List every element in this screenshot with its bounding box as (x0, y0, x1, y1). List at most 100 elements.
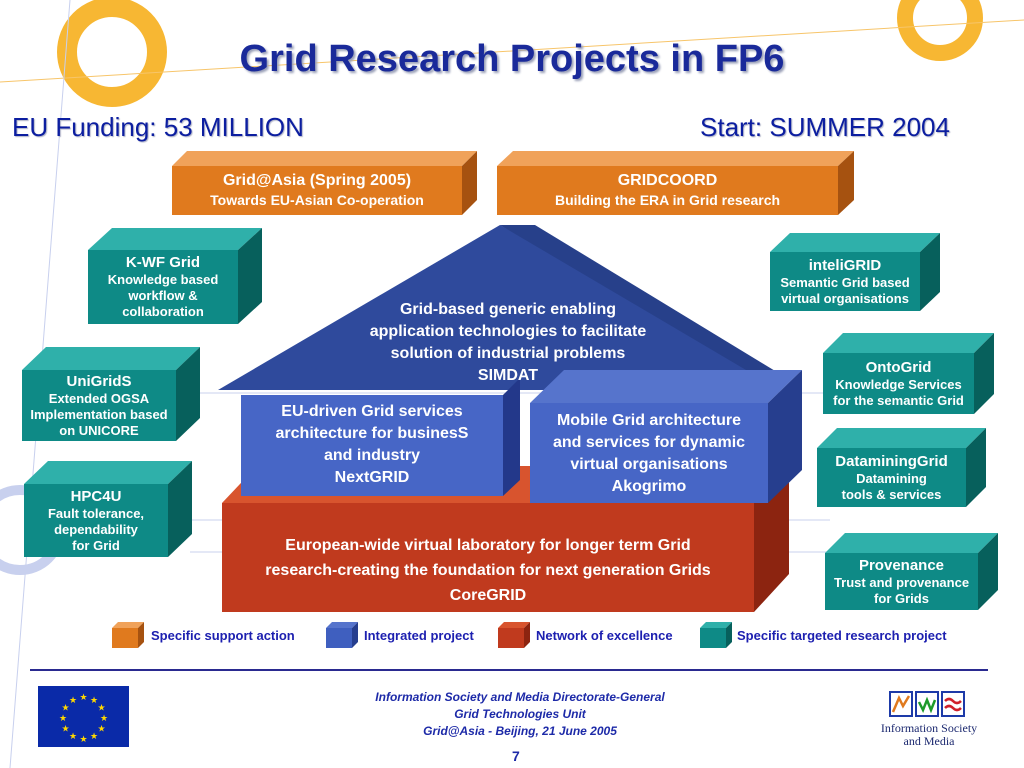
ontogrid-side-face (974, 333, 994, 414)
kwf-top-face (88, 228, 262, 250)
coregrid-name: CoreGRID (449, 586, 527, 604)
kwf-side-face (238, 228, 262, 324)
svg-text:★: ★ (100, 713, 108, 723)
gridcoord-name: GRIDCOORD (617, 171, 718, 189)
legend-swatch-integrated-project (326, 622, 358, 648)
unigrids-line-3: on UNICORE (59, 422, 139, 438)
simdat-label: Grid-based generic enabling application … (318, 296, 698, 390)
gridasia-desc: Towards EU-Asian Co-operation (210, 191, 424, 208)
gridcoord-top-face (497, 151, 854, 166)
legend-label-targeted-research: Specific targeted research project (737, 628, 947, 643)
inteligrid-top-face (770, 233, 940, 252)
nextgrid-line-3: and industry (323, 447, 420, 464)
provenance-name: Provenance (858, 556, 945, 574)
unigrids-box: UniGridS Extended OGSA Implementation ba… (22, 370, 176, 441)
svg-text:★: ★ (97, 703, 105, 713)
akogrimo-line-2: and services for dynamic (552, 434, 746, 451)
akogrimo-side-face (768, 370, 802, 503)
svg-text:★: ★ (69, 695, 77, 705)
dataminingrid-side-face (966, 428, 986, 507)
dataminingrid-line-1: Datamining (856, 470, 927, 486)
inteligrid-line-1: Semantic Grid based (780, 274, 910, 290)
legend-label-support-action: Specific support action (151, 628, 295, 643)
hpc4u-side-face (168, 461, 192, 557)
coregrid-line-1: European-wide virtual laboratory for lon… (285, 536, 691, 554)
svg-text:★: ★ (90, 695, 98, 705)
svg-text:★: ★ (61, 724, 69, 734)
nextgrid-line-1: EU-driven Grid services (281, 403, 463, 420)
dataminingrid-box: DataminingGrid Datamining tools & servic… (817, 448, 966, 507)
akogrimo-front-face (530, 403, 768, 503)
unigrids-name: UniGridS (66, 372, 132, 390)
decor-line-top (0, 19, 1024, 83)
coregrid-label: European-wide virtual laboratory for lon… (222, 530, 754, 610)
start-label: Start: SUMMER 2004 (700, 112, 950, 142)
simdat-roof-back (500, 225, 790, 390)
provenance-line-1: Trust and provenance (833, 574, 970, 590)
ontogrid-name: OntoGrid (865, 358, 932, 376)
unigrids-top-face (22, 347, 200, 370)
hpc4u-line-3: for Grid (72, 537, 120, 553)
svg-text:★: ★ (59, 713, 67, 723)
dataminingrid-line-2: tools & services (841, 486, 942, 502)
akogrimo-line-3: virtual organisations (570, 456, 728, 473)
footer-line-2: Grid Technologies Unit (454, 707, 586, 721)
nextgrid-line-2: architecture for businesS (275, 425, 469, 442)
akogrimo-line-1: Mobile Grid architecture (556, 412, 742, 429)
coregrid-line-2: research-creating the foundation for nex… (265, 561, 711, 579)
provenance-top-face (825, 533, 998, 553)
nextgrid-name: NextGRID (334, 469, 410, 486)
provenance-box: Provenance Trust and provenance for Grid… (825, 553, 978, 610)
simdat-line-3: solution of industrial problems (390, 345, 626, 362)
nextgrid-label: EU-driven Grid services architecture for… (241, 397, 503, 493)
unigrids-line-2: Implementation based (30, 406, 168, 422)
legend-label-network-excellence: Network of excellence (536, 628, 673, 643)
legend-swatch-support-action (112, 622, 144, 648)
simdat-roof (218, 225, 780, 390)
unigrids-side-face (176, 347, 200, 441)
legend-label-integrated-project: Integrated project (364, 628, 474, 643)
akogrimo-name: Akogrimo (611, 478, 687, 495)
svg-text:★: ★ (61, 703, 69, 713)
akogrimo-label: Mobile Grid architecture and services fo… (530, 406, 768, 502)
gridcoord-box: GRIDCOORD Building the ERA in Grid resea… (497, 166, 838, 215)
svg-text:★: ★ (79, 734, 87, 744)
inteligrid-side-face (920, 233, 940, 311)
footer-line-1: Information Society and Media Directorat… (375, 690, 665, 704)
slide-title: Grid Research Projects in FP6 (239, 38, 785, 80)
simdat-name: SIMDAT (477, 367, 539, 384)
simdat-line-1: Grid-based generic enabling (399, 301, 617, 318)
page-number: 7 (512, 748, 520, 764)
decor-ring-top-left (57, 0, 167, 107)
hpc4u-line-1: Fault tolerance, (47, 505, 145, 521)
kwf-grid-line-3: collaboration (122, 304, 204, 319)
svg-text:★: ★ (97, 724, 105, 734)
gridcoord-desc: Building the ERA in Grid research (554, 191, 781, 208)
hpc4u-name: HPC4U (70, 487, 122, 505)
footer-line-3: Grid@Asia - Beijing, 21 June 2005 (423, 724, 617, 738)
svg-text:★: ★ (79, 692, 87, 702)
ontogrid-box: OntoGrid Knowledge Services for the sema… (823, 353, 974, 414)
hpc4u-top-face (24, 461, 192, 484)
simdat-line-2: application technologies to facilitate (369, 323, 647, 340)
dataminingrid-name: DataminingGrid (835, 452, 948, 470)
eu-stars: ★ ★ ★ ★ ★ ★ ★ ★ ★ ★ ★ ★ (59, 692, 108, 744)
ontogrid-top-face (823, 333, 994, 353)
inteligrid-line-2: virtual organisations (781, 290, 909, 306)
ism-logo-icon (889, 691, 965, 717)
gridasia-name: Grid@Asia (Spring 2005) (222, 171, 412, 189)
hpc4u-line-2: dependability (54, 521, 138, 537)
inteligrid-box: inteliGRID Semantic Grid based virtual o… (770, 252, 920, 311)
inteligrid-name: inteliGRID (808, 256, 882, 274)
ism-logo-text: Information Society and Media (866, 722, 992, 748)
provenance-line-2: for Grids (874, 590, 929, 606)
ontogrid-line-2: for the semantic Grid (833, 392, 964, 408)
eu-flag-logo: ★ ★ ★ ★ ★ ★ ★ ★ ★ ★ ★ ★ (38, 686, 129, 747)
akogrimo-top-face (530, 370, 802, 403)
nextgrid-side-face (503, 378, 520, 496)
ontogrid-line-1: Knowledge Services (835, 376, 962, 392)
kwf-grid-line-1: Knowledge based (107, 272, 219, 287)
unigrids-line-1: Extended OGSA (48, 390, 150, 406)
kwf-grid-box: K-WF Grid Knowledge based workflow & col… (88, 250, 238, 324)
